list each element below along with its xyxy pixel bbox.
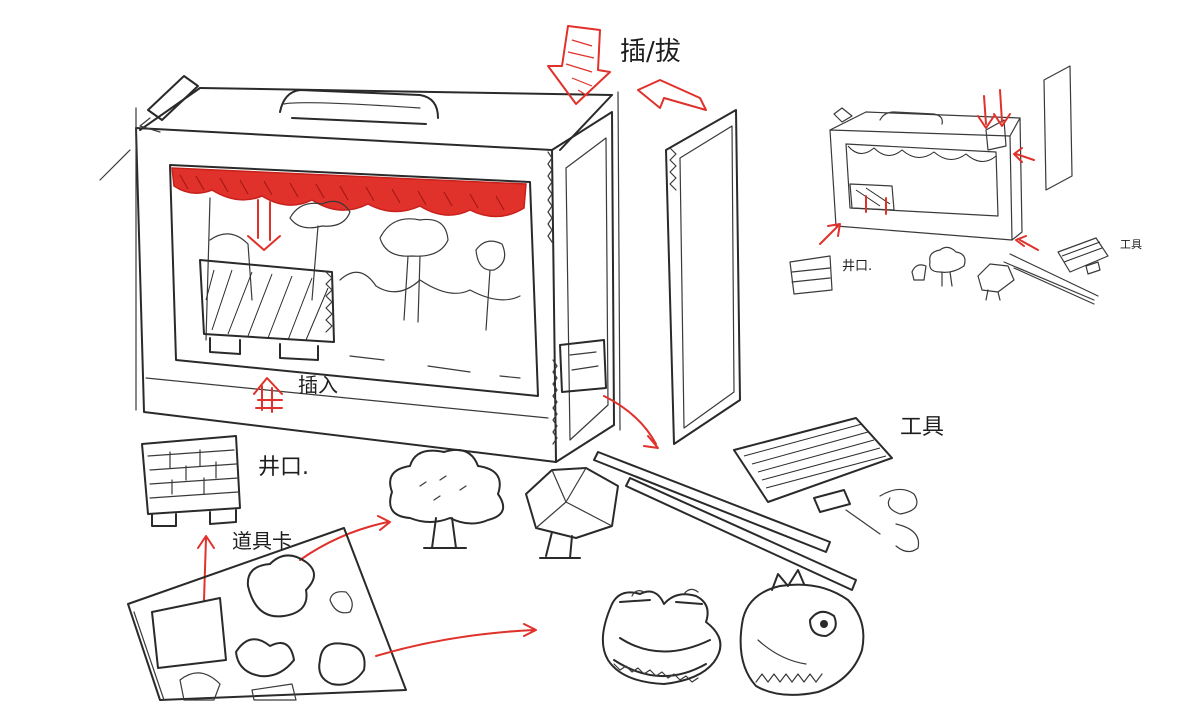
side-panel-small: [1043, 65, 1073, 191]
tool-bundle-small: 工具: [1057, 237, 1142, 275]
rods-small: [1003, 253, 1099, 305]
insert-remove-label: 插/拔: [620, 37, 681, 67]
arrow-to-panel: [603, 395, 659, 449]
arrow-to-puppets: [375, 623, 537, 657]
rock-prop: [525, 467, 619, 559]
arrow-to-tree: [299, 515, 391, 561]
side-panel: [665, 109, 741, 445]
stage-scenery: [205, 197, 521, 341]
well-card-small: 井口.: [789, 255, 872, 295]
fish-puppet: [739, 569, 865, 696]
tree-prop-small: [911, 246, 966, 287]
insert-label: 插入: [298, 373, 338, 397]
tool-bundle: 工具: [733, 415, 944, 553]
arrow-to-well: [197, 535, 215, 601]
insert-remove-arrow: 插/拔: [547, 25, 707, 111]
well-label: 井口.: [258, 455, 309, 480]
insert-arrows-main: [247, 199, 283, 413]
theater-box-small: [819, 89, 1039, 251]
rock-prop-small: [977, 263, 1015, 301]
prop-card-sheet: [127, 527, 407, 701]
small-tools-label: 工具: [1120, 238, 1142, 251]
well-card: 井口.: [141, 435, 309, 527]
small-well-label: 井口.: [842, 259, 872, 274]
well-card-inserted: [199, 259, 521, 379]
theater-box-main: [99, 75, 621, 463]
rods: [593, 451, 857, 591]
tools-label: 工具: [900, 415, 944, 440]
curtain: [171, 167, 527, 218]
tree-prop: [389, 448, 505, 549]
frog-puppet: [601, 588, 722, 685]
